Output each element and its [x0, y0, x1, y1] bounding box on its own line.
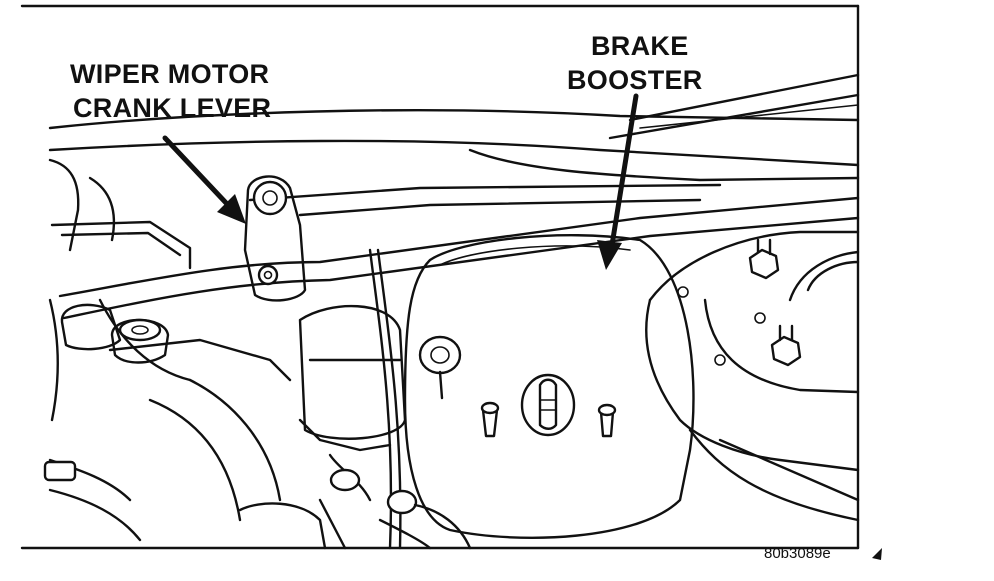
wiper-crank-lever [243, 175, 307, 302]
wiper-label-line1: WIPER MOTOR [70, 59, 269, 89]
cowl-panel [48, 73, 860, 182]
left-bracket-structure [48, 158, 292, 422]
figure-id: 80b3089e [764, 545, 831, 562]
wiper-label-line2: CRANK LEVER [73, 93, 271, 123]
strut-tower [645, 230, 860, 522]
figure-frame [20, 4, 860, 550]
lower-left-hoses [43, 378, 327, 550]
wiper-callout-arrow [162, 135, 246, 224]
brake-label-line1: BRAKE [591, 31, 689, 61]
left-pivot [60, 303, 170, 364]
wiper-linkage-rod [58, 183, 860, 320]
brake-booster [378, 234, 695, 550]
corner-mark [872, 548, 882, 560]
wiper-motor-body [298, 248, 407, 550]
brake-callout-arrow [597, 93, 639, 270]
brake-label-line2: BOOSTER [567, 65, 703, 95]
